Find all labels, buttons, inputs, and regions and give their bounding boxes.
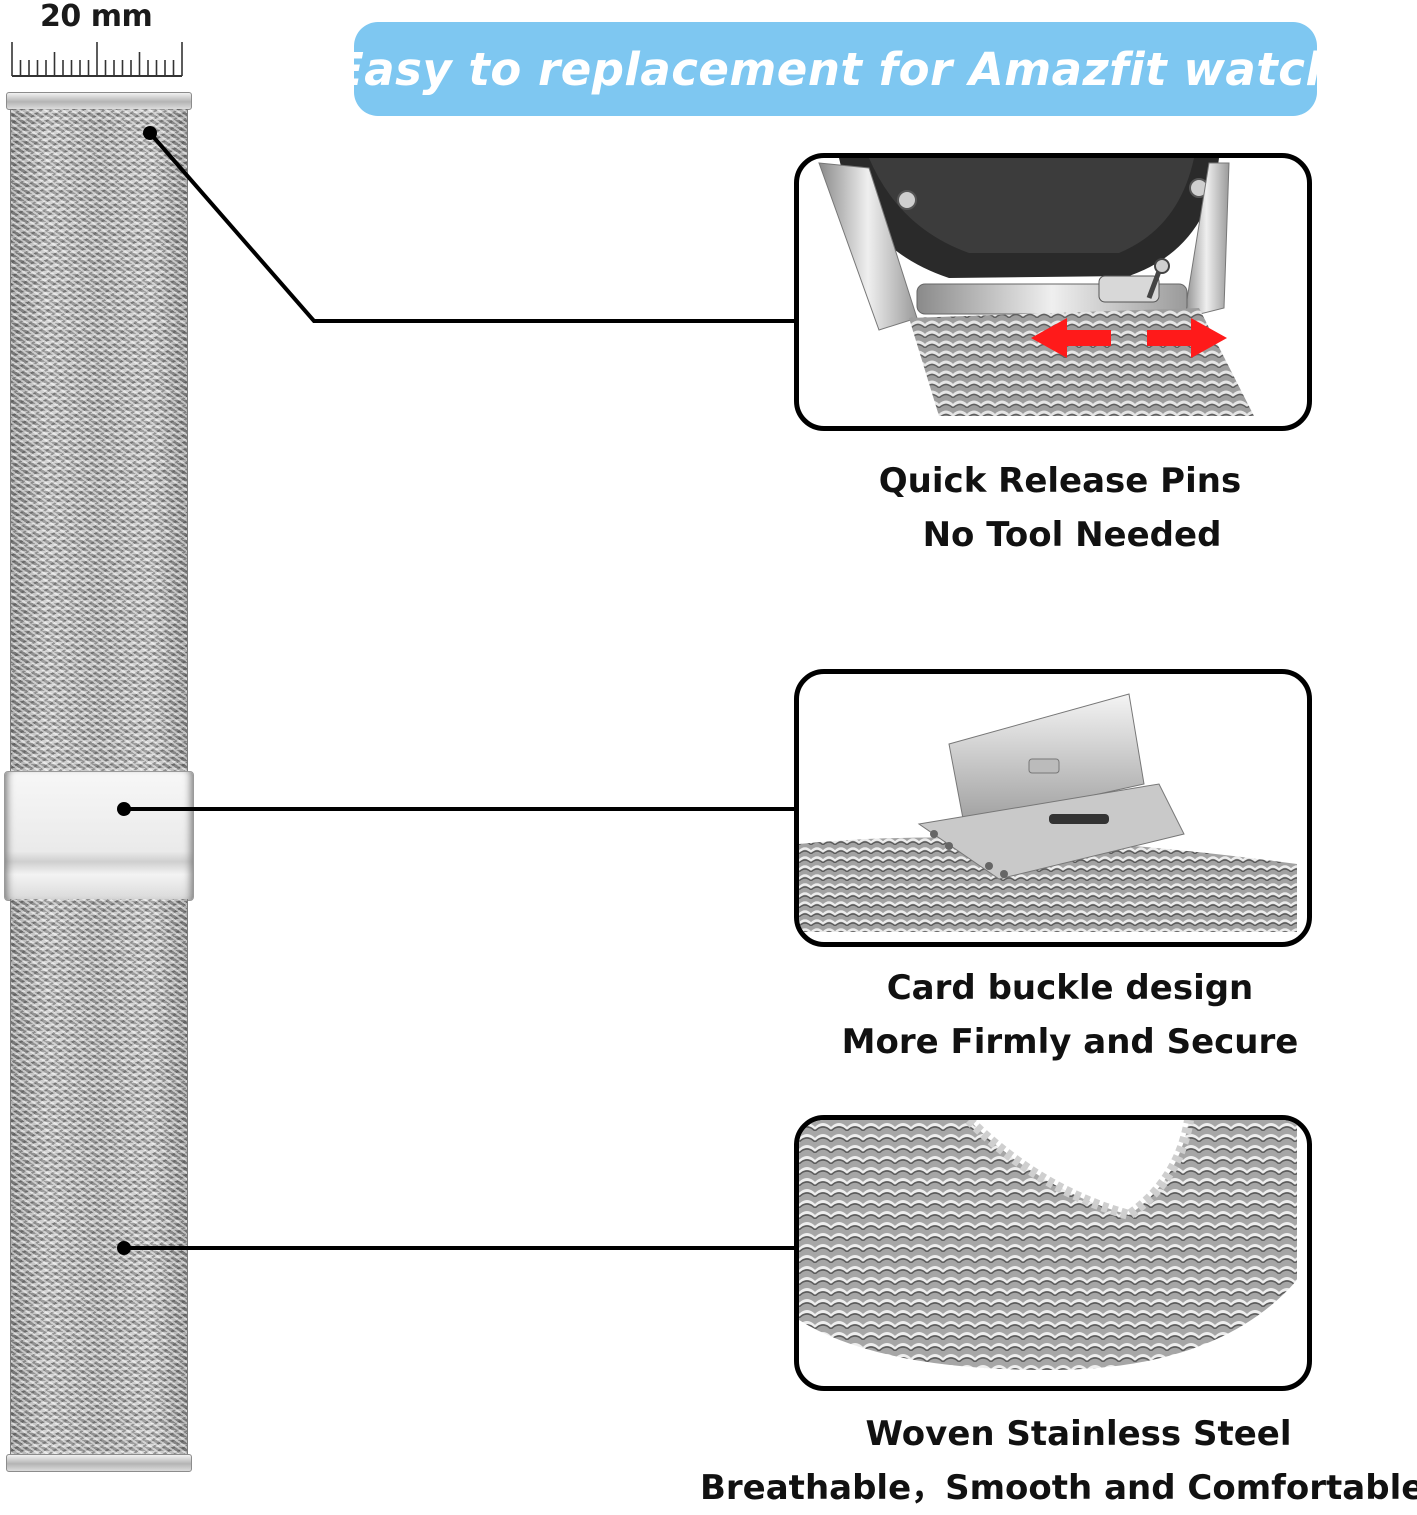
caption-line-1: Card buckle design (886, 968, 1254, 1008)
mesh-strap-upper (10, 109, 188, 771)
headline-text: Easy to replacement for Amazfit watch (333, 42, 1338, 96)
quick-release-pins-photo (794, 153, 1312, 431)
ruler-label: 20 mm (40, 0, 153, 34)
card-buckle-caption: Card buckle design More Firmly and Secur… (820, 961, 1320, 1069)
mesh-strap-lower (10, 899, 188, 1454)
card-buckle-photo (794, 669, 1312, 947)
caption-line-1: Woven Stainless Steel (865, 1414, 1292, 1454)
woven-mesh-photo (794, 1115, 1312, 1391)
caption-line-2: No Tool Needed (922, 515, 1222, 555)
quick-release-caption: Quick Release Pins No Tool Needed (850, 454, 1270, 562)
millimeter-ruler (11, 42, 183, 77)
headline-banner: Easy to replacement for Amazfit watch (333, 22, 1338, 116)
caption-line-2: Breathable，Smooth and Comfortable (700, 1468, 1417, 1508)
caption-line-2: More Firmly and Secure (841, 1022, 1299, 1062)
woven-steel-caption: Woven Stainless Steel Breathable，Smooth … (700, 1407, 1417, 1515)
strap-bottom-end-bar (6, 1454, 192, 1472)
strap-buckle (4, 771, 194, 901)
caption-line-1: Quick Release Pins (878, 461, 1242, 501)
